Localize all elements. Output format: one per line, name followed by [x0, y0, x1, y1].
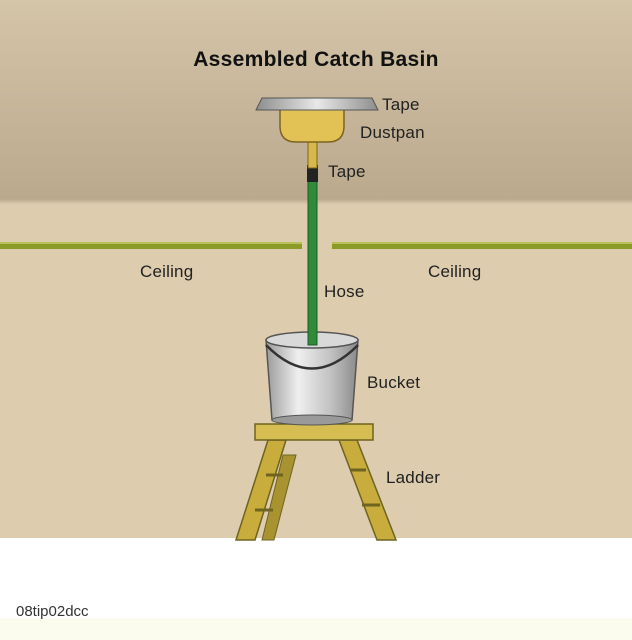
label-ceiling-right: Ceiling — [428, 262, 482, 281]
file-caption: 08tip02dcc — [16, 603, 89, 620]
hose-tape — [307, 165, 318, 182]
diagram-title: Assembled Catch Basin — [193, 48, 439, 71]
tape-plate — [255, 97, 379, 111]
label-bucket: Bucket — [367, 373, 421, 392]
dustpan — [255, 97, 379, 169]
ladder — [234, 423, 398, 541]
ladder-top — [254, 423, 374, 441]
label-tape-hose: Tape — [328, 162, 366, 181]
label-hose: Hose — [324, 282, 365, 301]
label-ladder: Ladder — [386, 468, 441, 487]
label-dustpan: Dustpan — [360, 123, 425, 142]
caption-strip — [0, 618, 632, 640]
ceiling-line-right — [332, 242, 632, 249]
label-ceiling-left: Ceiling — [140, 262, 194, 281]
bucket — [265, 331, 359, 426]
hose — [307, 179, 318, 346]
ceiling-line-left — [0, 242, 302, 249]
label-tape-top: Tape — [382, 95, 420, 114]
